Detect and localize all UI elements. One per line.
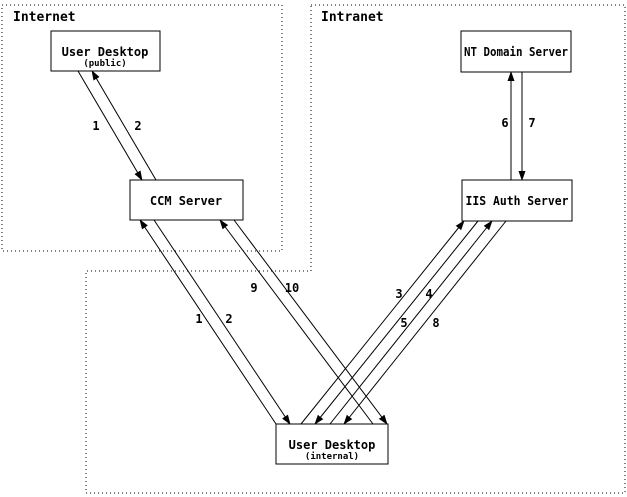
- internet-zone-label: Internet: [13, 10, 76, 25]
- iis-auth-server-title: IIS Auth Server: [466, 194, 569, 208]
- internet-zone-border: [1, 4, 283, 252]
- edge-label-8: 8: [432, 316, 439, 330]
- edge-label-6: 6: [501, 116, 508, 130]
- node-ccm-server: CCM Server: [129, 179, 244, 221]
- edge-1-internal-desktop-to-ccm: [139, 219, 277, 425]
- user-desktop-internal-box: [275, 423, 389, 465]
- node-nt-domain-server: NT Domain Server: [460, 30, 572, 73]
- user-desktop-public-subtitle: (public): [83, 58, 126, 69]
- nt-domain-server-box: [460, 30, 572, 73]
- edge-4-iis-to-internal-desktop: [314, 220, 479, 425]
- edge-label-3: 3: [395, 287, 402, 301]
- edge-1-public-desktop-to-ccm: [77, 70, 143, 181]
- edge-label-2-public: 2: [134, 119, 141, 133]
- node-user-desktop-public: User Desktop (public): [50, 30, 161, 72]
- user-desktop-public-title: User Desktop: [62, 45, 149, 59]
- user-desktop-public-box: [50, 30, 161, 72]
- edge-2-ccm-to-public-desktop: [91, 70, 157, 181]
- intranet-zone-label: Intranet: [321, 10, 384, 25]
- edge-label-7: 7: [528, 116, 535, 130]
- intranet-zone-border: [85, 4, 626, 494]
- edge-10-ccm-to-internal-desktop: [233, 219, 388, 425]
- edge-label-9: 9: [250, 281, 257, 295]
- edge-label-4: 4: [425, 287, 432, 301]
- iis-auth-server-box: [461, 179, 573, 222]
- edge-9-internal-desktop-to-ccm: [219, 219, 374, 425]
- edge-5-internal-desktop-to-iis: [329, 220, 493, 425]
- edge-3-internal-desktop-to-iis: [300, 220, 465, 425]
- edge-8-iis-to-internal-desktop: [343, 220, 507, 425]
- nt-domain-server-title: NT Domain Server: [464, 45, 568, 59]
- edge-label-2-internal: 2: [225, 312, 232, 326]
- edge-label-1-public: 1: [92, 119, 99, 133]
- node-iis-auth-server: IIS Auth Server: [461, 179, 573, 222]
- user-desktop-internal-subtitle: (internal): [305, 451, 359, 462]
- edge-2-ccm-to-internal-desktop: [153, 219, 291, 425]
- edge-label-5: 5: [400, 316, 407, 330]
- user-desktop-internal-title: User Desktop: [289, 438, 376, 452]
- ccm-server-title: CCM Server: [150, 194, 222, 208]
- edge-label-1-internal: 1: [195, 312, 202, 326]
- ccm-server-box: [129, 179, 244, 221]
- node-user-desktop-internal: User Desktop (internal): [275, 423, 389, 465]
- edge-label-10: 10: [285, 281, 299, 295]
